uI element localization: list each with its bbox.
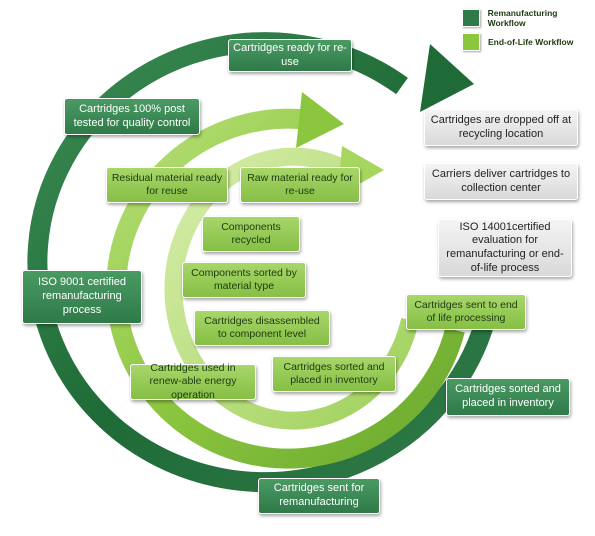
box-ready-for-reuse: Cartridges ready for re-use — [228, 39, 352, 72]
box-dropped-off: Cartridges are dropped off at recycling … — [424, 109, 578, 146]
legend-remanufacturing-label: Remanufacturing Workflow — [487, 8, 558, 28]
box-residual-material: Residual material ready for reuse — [106, 167, 228, 203]
legend-end-of-life-swatch — [462, 33, 480, 51]
box-sorted-inventory-inner: Cartridges sorted and placed in inventor… — [272, 356, 396, 392]
box-components-recycled: Components recycled — [202, 216, 300, 252]
box-sorted-inventory-outer: Cartridges sorted and placed in inventor… — [446, 378, 570, 416]
box-raw-material: Raw material ready for re-use — [240, 167, 360, 203]
box-sent-remanufacturing: Cartridges sent for remanufacturing — [258, 478, 380, 514]
legend-remanufacturing: Remanufacturing Workflow — [462, 8, 595, 28]
box-tested-quality: Cartridges 100% post tested for quality … — [64, 98, 200, 135]
box-iso9001: ISO 9001 certified remanufacturing proce… — [22, 270, 142, 324]
legend-end-of-life: End-of-Life Workflow — [462, 33, 573, 51]
box-iso14001: ISO 14001certified evaluation for remanu… — [438, 219, 572, 277]
end-of-life-arrowhead-outer — [296, 92, 344, 148]
box-components-sorted: Components sorted by material type — [182, 262, 306, 298]
box-carriers-deliver: Carriers deliver cartridges to collectio… — [424, 163, 578, 200]
box-disassembled: Cartridges disassembled to component lev… — [194, 310, 330, 346]
legend-remanufacturing-swatch — [462, 9, 480, 27]
box-sent-end-of-life: Cartridges sent to end of life processin… — [406, 294, 526, 330]
remanufacturing-outer-ring — [27, 32, 500, 493]
legend-end-of-life-label: End-of-Life Workflow — [488, 37, 574, 47]
remanufacturing-arrowhead — [420, 44, 474, 112]
box-renewable-energy: Cartridges used in renew-able energy ope… — [130, 362, 256, 401]
end-of-life-inner-ring — [164, 147, 419, 430]
